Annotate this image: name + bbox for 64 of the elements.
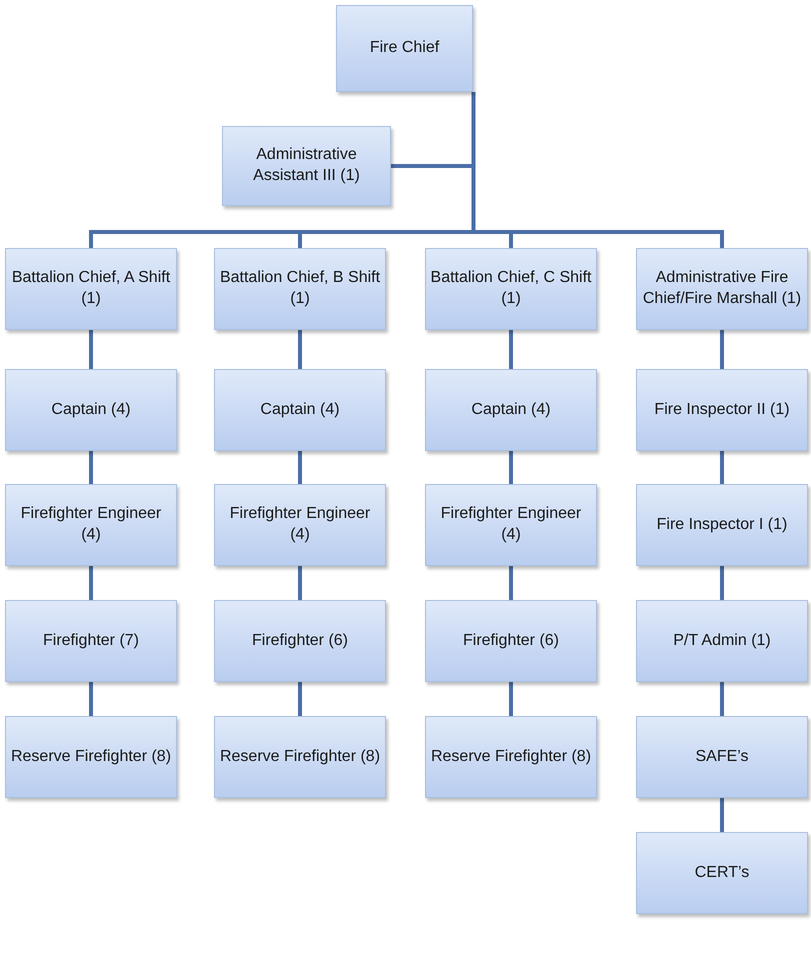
position-title: Administrative Fire Chief/Fire Marshall (1) [642, 268, 802, 309]
position-box [636, 484, 808, 566]
connector-line [720, 566, 724, 600]
position-title: Firefighter Engineer (4) [228, 504, 372, 545]
position-title: Captain (4) [471, 400, 551, 420]
position-title: CERT’s [694, 862, 750, 883]
position-box [636, 716, 808, 798]
position-box [214, 369, 386, 451]
position-title: Captain (4) [51, 400, 131, 420]
position-box [5, 248, 177, 330]
position-title: Firefighter (6) [252, 630, 348, 651]
connector-line [298, 451, 302, 484]
position-box [636, 369, 808, 451]
position-box [425, 248, 597, 330]
connector-line [720, 682, 724, 716]
position-box [336, 5, 473, 92]
connector-line [720, 798, 724, 832]
position-box [214, 600, 386, 682]
position-title: Fire Inspector II (1) [654, 400, 790, 420]
position-title: Firefighter (7) [42, 630, 140, 651]
connector-line [509, 330, 513, 369]
connector-line [298, 566, 302, 600]
connector-line [509, 451, 513, 484]
connector-line [509, 566, 513, 600]
position-box [222, 126, 391, 206]
position-box [5, 600, 177, 682]
position-box [425, 484, 597, 566]
connector-line [720, 330, 724, 369]
position-box [5, 716, 177, 798]
position-box [5, 369, 177, 451]
position-box [425, 716, 597, 798]
position-title: Firefighter (6) [462, 630, 560, 651]
position-title: SAFE’s [695, 746, 749, 767]
position-title: Reserve Firefighter (8) [10, 746, 172, 767]
connector-line [298, 682, 302, 716]
position-title: Fire Chief [370, 38, 440, 58]
position-title: Fire Inspector I (1) [656, 514, 788, 535]
position-box [636, 600, 808, 682]
position-box [5, 484, 177, 566]
connector-line [509, 682, 513, 716]
position-box [425, 369, 597, 451]
position-title: P/T Admin (1) [673, 630, 771, 651]
position-title: Battalion Chief, A Shift (1) [10, 268, 172, 309]
position-box [636, 832, 808, 914]
connector-line [89, 566, 93, 600]
connector-line [89, 682, 93, 716]
position-title: Battalion Chief, B Shift (1) [218, 268, 382, 309]
connector-line [298, 330, 302, 369]
position-title: Administrative Assistant III (1) [252, 145, 361, 186]
connector-line [89, 330, 93, 369]
connector-line [89, 451, 93, 484]
position-title: Reserve Firefighter (8) [430, 746, 592, 767]
position-title: Battalion Chief, C Shift (1) [430, 268, 592, 309]
position-box [425, 600, 597, 682]
position-title: Captain (4) [260, 400, 340, 420]
position-box [636, 248, 808, 330]
connector-line [472, 92, 724, 248]
position-box [214, 248, 386, 330]
position-title: Firefighter Engineer (4) [440, 504, 582, 545]
position-title: Reserve Firefighter (8) [220, 746, 380, 767]
connector-line [720, 451, 724, 484]
position-title: Firefighter Engineer (4) [20, 504, 162, 545]
position-box [214, 716, 386, 798]
position-box [214, 484, 386, 566]
